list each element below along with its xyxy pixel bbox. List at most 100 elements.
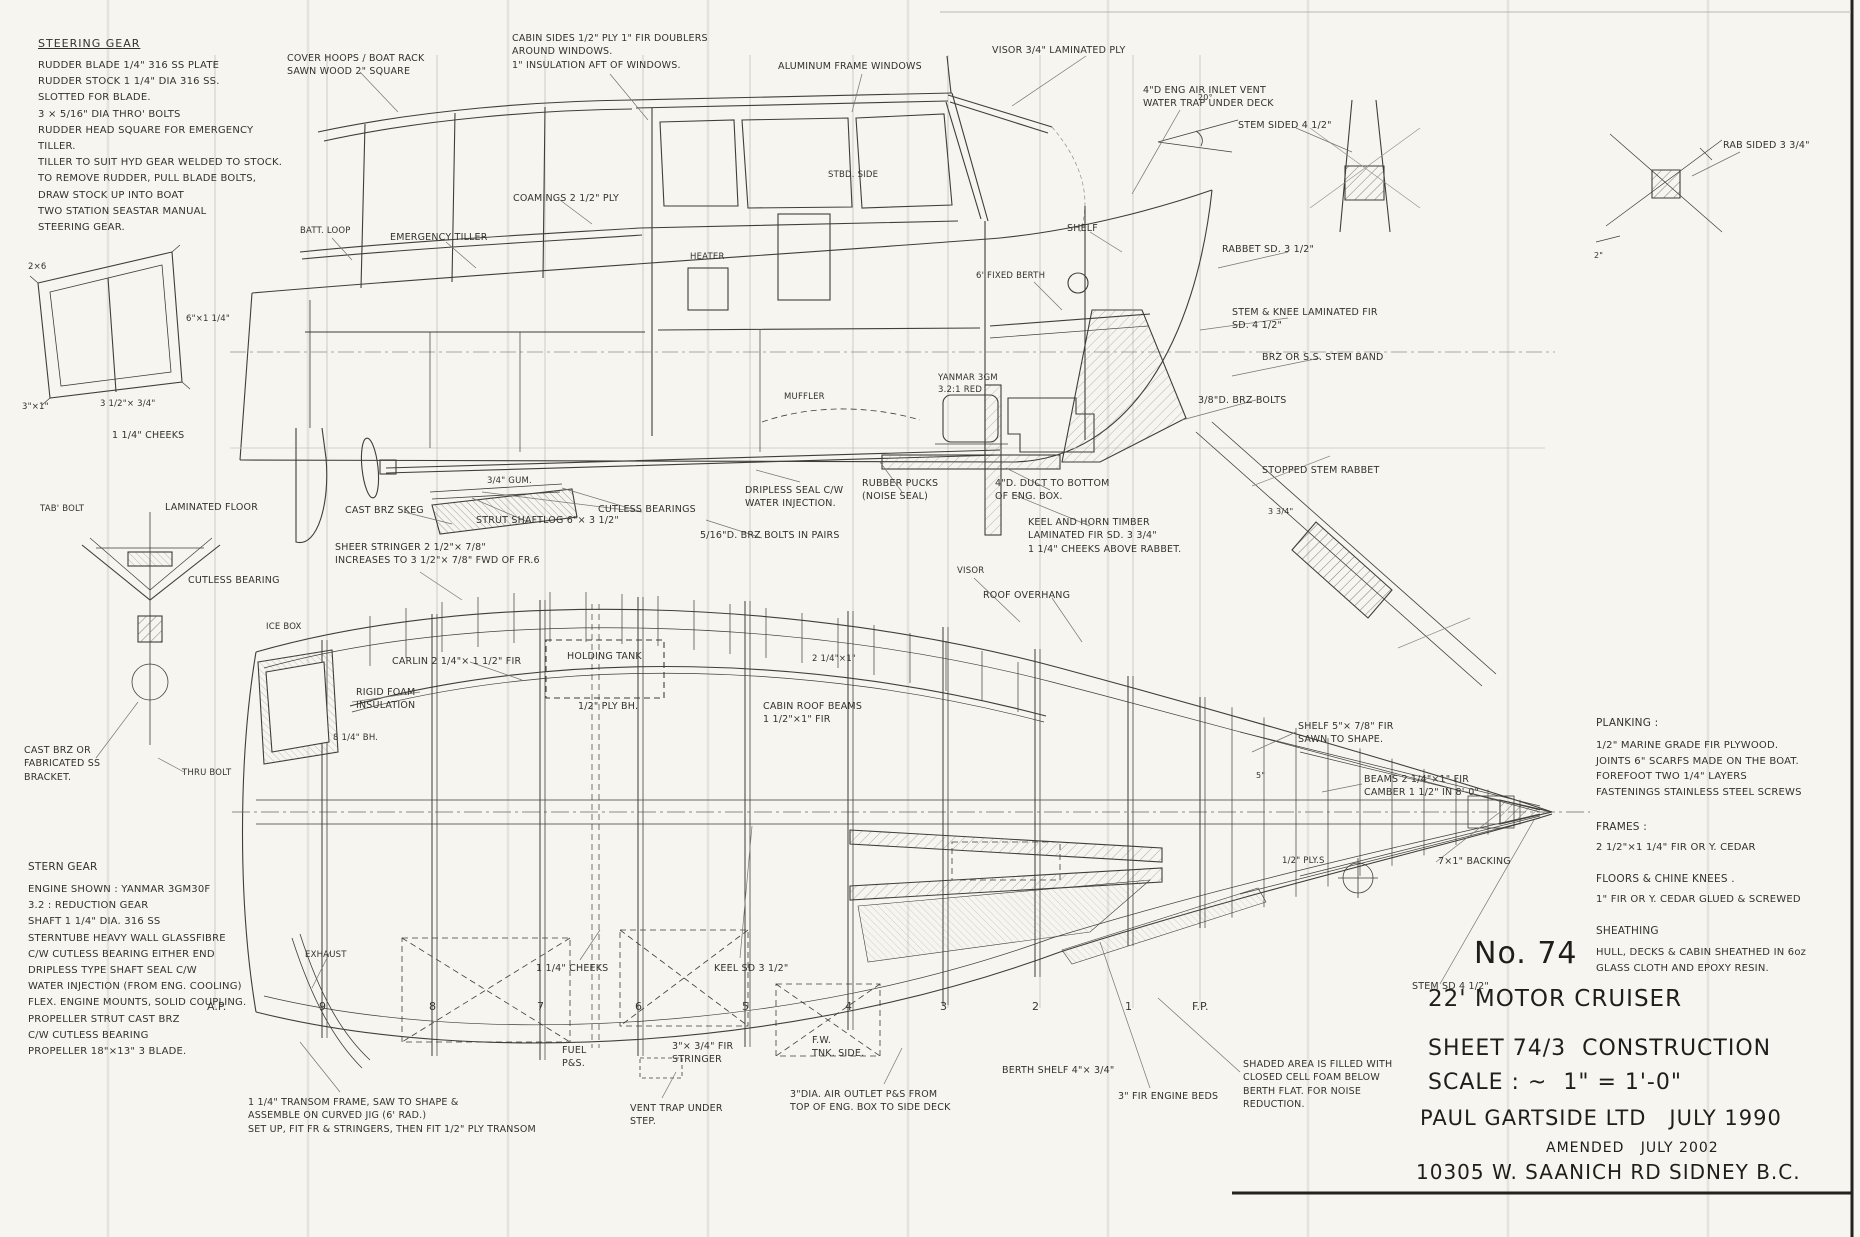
annotation: 5/16"D. BRZ BOLTS IN PAIRS [700,530,840,541]
annotation: 2" [1594,251,1604,260]
firm-address: 10305 W. SAANICH RD SIDNEY B.C. [1416,1160,1801,1184]
annotation: 3"×1" [22,402,49,412]
annotation: RAB SIDED 3 3/4" [1723,140,1810,151]
annotation: 6' FIXED BERTH [976,271,1046,281]
steering-gear-title: STEERING GEAR [38,37,141,50]
annotation: 7×1" BACKING [1438,856,1511,867]
stern-gear-notes: ENGINE SHOWN : YANMAR 3GM30F 3.2 : REDUC… [28,884,247,1057]
annotation: 4"D. DUCT TO BOTTOM OF ENG. BOX. [995,478,1110,503]
annotation: 3/4" GUM. [487,476,532,486]
annotation: VISOR 3/4" LAMINATED PLY [992,45,1126,56]
annotation: RABBET SD. 3 1/2" [1222,244,1315,255]
annotation: CABIN SIDES 1/2" PLY 1" FIR DOUBLERS ARO… [512,33,708,71]
annotation: 1 1/4" CHEEKS [536,963,609,974]
annotation: ROOF OVERHANG [983,590,1071,601]
annotation: 3 3/4" [1268,507,1294,516]
annotation: 20° [1198,93,1213,102]
annotation: HOLDING TANK [567,651,642,662]
station-label-3: 3 [940,1000,947,1013]
steering-gear-notes: RUDDER BLADE 1/4" 316 SS PLATE RUDDER ST… [38,60,283,233]
annotation: STRUT SHAFTLOG 6"× 3 1/2" [476,515,619,526]
annotation: EMERGENCY TILLER [390,232,488,243]
sheathing-notes: HULL, DECKS & CABIN SHEATHED IN 6oz GLAS… [1596,947,1807,974]
boat-title: 22' MOTOR CRUISER [1428,986,1683,1012]
annotation: 2 1/4"×1" [812,654,856,664]
annotation: ALUMINUM FRAME WINDOWS [778,61,922,72]
annotation: CARLIN 2 1/4"× 1 1/2" FIR [392,656,522,667]
planking-title: PLANKING : [1596,717,1659,729]
annotation: KEEL AND HORN TIMBER LAMINATED FIR SD. 3… [1028,517,1182,555]
annotation: 6"×1 1/4" [186,314,230,324]
station-label-7: 7 [537,1000,544,1013]
annotation: TAB' BOLT [40,504,85,514]
annotation: BEAMS 2 1/4"×1" FIR CAMBER 1 1/2" IN 8'-… [1364,774,1480,799]
annotation: LAMINATED FLOOR [165,502,258,513]
annotation: DRIPLESS SEAL C/W WATER INJECTION. [745,485,844,510]
station-label-9: 9 [319,1000,326,1013]
annotation: KEEL SD 3 1/2" [714,963,789,974]
annotation: SHELF [1067,223,1098,234]
sheathing-title: SHEATHING [1596,925,1659,937]
annotation: CAST BRZ SKEG [345,505,424,516]
station-label-6: 6 [635,1000,642,1013]
amended-date: AMENDED JULY 2002 [1546,1140,1719,1156]
annotation: 3/8"D. BRZ BOLTS [1198,395,1287,406]
annotation: STOPPED STEM RABBET [1262,465,1380,476]
frames-title: FRAMES : [1596,821,1647,833]
station-label-5: 5 [742,1000,749,1013]
annotation: 1/2" PLY.S [1282,856,1325,866]
annotation: BATT. LOOP [300,226,351,236]
annotation: ICE BOX [266,622,302,632]
annotation: 4"D ENG AIR INLET VENT WATER TRAP UNDER … [1143,85,1274,110]
annotation: EXHAUST [305,950,347,960]
transom-note: 1 1/4" TRANSOM FRAME, SAW TO SHAPE & ASS… [248,1097,536,1135]
annotation: VENT TRAP UNDER STEP. [630,1103,723,1128]
annotation: 2×6 [28,262,47,272]
floors-title: FLOORS & CHINE KNEES . [1596,873,1735,885]
annotation: 3"DIA. AIR OUTLET P&S FROM TOP OF ENG. B… [790,1089,951,1114]
drawing-number: No. 74 [1474,936,1578,971]
annotation: STEM & KNEE LAMINATED FIR SD. 4 1/2" [1232,307,1378,332]
annotation: CUTLESS BEARING [188,575,280,586]
annotation: BRZ OR S.S. STEM BAND [1262,352,1384,363]
station-label-fp: F.P. [1192,1000,1209,1013]
annotation: CABIN ROOF BEAMS 1 1/2"×1" FIR [763,701,863,726]
annotation: 8 1/4" BH. [333,733,379,743]
planking-notes: 1/2" MARINE GRADE FIR PLYWOOD. JOINTS 6"… [1596,740,1802,798]
annotation: YANMAR 3GM 3.2:1 RED [938,373,998,395]
annotation: STBD. SIDE [828,170,879,180]
annotation: VISOR [957,566,985,576]
sheet-title: SHEET 74/3 CONSTRUCTION [1428,1036,1772,1061]
annotation: RUBBER PUCKS (NOISE SEAL) [862,478,939,503]
station-label-1: 1 [1125,1000,1132,1013]
annotation: SHEER STRINGER 2 1/2"× 7/8" INCREASES TO… [335,542,540,567]
station-label-8: 8 [429,1000,436,1013]
annotation: 1/2" PLY BH. [578,701,639,712]
annotation: SHADED AREA IS FILLED WITH CLOSED CELL F… [1243,1059,1393,1110]
frames-notes: 2 1/2"×1 1/4" FIR OR Y. CEDAR [1596,842,1756,853]
annotation: HEATER [690,252,725,262]
firm-and-date: PAUL GARTSIDE LTD JULY 1990 [1420,1106,1782,1130]
annotation: FUEL P&S. [562,1045,587,1070]
annotation: 3"× 3/4" FIR STRINGER [672,1041,734,1066]
annotation: COAMINGS 2 1/2" PLY [513,193,620,204]
annotation: 3" FIR ENGINE BEDS [1118,1091,1219,1102]
annotation: 3 1/2"× 3/4" [100,399,156,409]
annotation: F.W. TNK. SIDE. [812,1035,865,1060]
annotation: COVER HOOPS / BOAT RACK SAWN WOOD 2" SQU… [287,53,425,78]
floors-notes: 1" FIR OR Y. CEDAR GLUED & SCREWED [1596,894,1801,905]
station-label-ap: A.P. [207,1000,227,1013]
annotation: MUFFLER [784,392,825,402]
stern-gear-title: STERN GEAR [28,861,98,873]
annotation: SHELF 5"× 7/8" FIR SAWN TO SHAPE. [1298,721,1394,746]
annotation: STEM SIDED 4 1/2" [1238,120,1332,131]
annotation: CAST BRZ OR FABRICATED SS BRACKET. [24,745,101,783]
drawing-scale: SCALE : ~ 1" = 1'-0" [1428,1070,1682,1095]
annotation: BERTH SHELF 4"× 3/4" [1002,1065,1115,1076]
annotation: THRU BOLT [182,768,232,778]
annotation: 5" [1256,771,1266,780]
annotation: 1 1/4" CHEEKS [112,430,185,441]
annotation: STEM SD 4 1/2" [1412,981,1489,992]
